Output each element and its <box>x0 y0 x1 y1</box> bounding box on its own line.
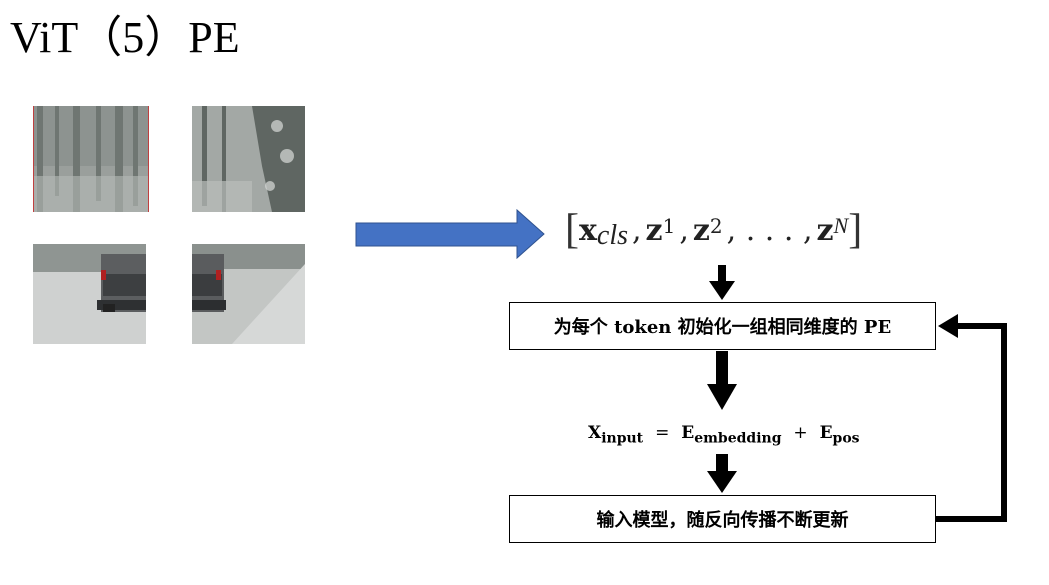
slide-title: ViT（5）PE <box>10 13 240 62</box>
right-arrow-icon <box>355 209 545 259</box>
eq-term2: E <box>819 423 833 443</box>
zn-symbol: z <box>816 212 834 248</box>
eq-term1: E <box>681 423 695 443</box>
z2-superscript: 2 <box>709 214 723 238</box>
comma: , <box>679 212 689 248</box>
image-patch-4 <box>192 244 305 344</box>
x-cls-subscript: cls <box>596 220 628 251</box>
down-arrow-icon <box>709 265 735 300</box>
init-pe-box: 为每个 token 初始化一组相同维度的 PE <box>509 302 936 350</box>
z1-superscript: 1 <box>662 214 676 238</box>
eq-lhs: X <box>588 423 602 443</box>
input-equation: Xinput = Eembedding + Epos <box>588 423 860 446</box>
zn-superscript: N <box>833 213 849 238</box>
image-patch-3 <box>33 244 146 344</box>
comma: , <box>632 212 642 248</box>
eq-term2-sub: pos <box>832 430 860 447</box>
ellipsis: , . . . , <box>726 212 813 248</box>
image-patch-1 <box>33 106 149 212</box>
left-arrow-icon <box>938 314 958 338</box>
eq-lhs-sub: input <box>601 430 644 447</box>
z2-symbol: z <box>692 212 710 248</box>
update-model-box: 输入模型，随反向传播不断更新 <box>509 495 936 543</box>
open-bracket: [ <box>565 207 579 253</box>
eq-term1-sub: embedding <box>694 430 782 447</box>
eq-equals: = <box>655 423 670 443</box>
z1-symbol: z <box>645 212 663 248</box>
down-arrow-icon <box>707 454 737 493</box>
image-patch-2 <box>192 106 305 212</box>
down-arrow-icon <box>707 351 737 410</box>
eq-plus: + <box>793 423 808 443</box>
feedback-loop-arrow <box>936 323 1007 522</box>
x-cls-symbol: x <box>579 212 597 248</box>
close-bracket: ] <box>848 207 863 253</box>
